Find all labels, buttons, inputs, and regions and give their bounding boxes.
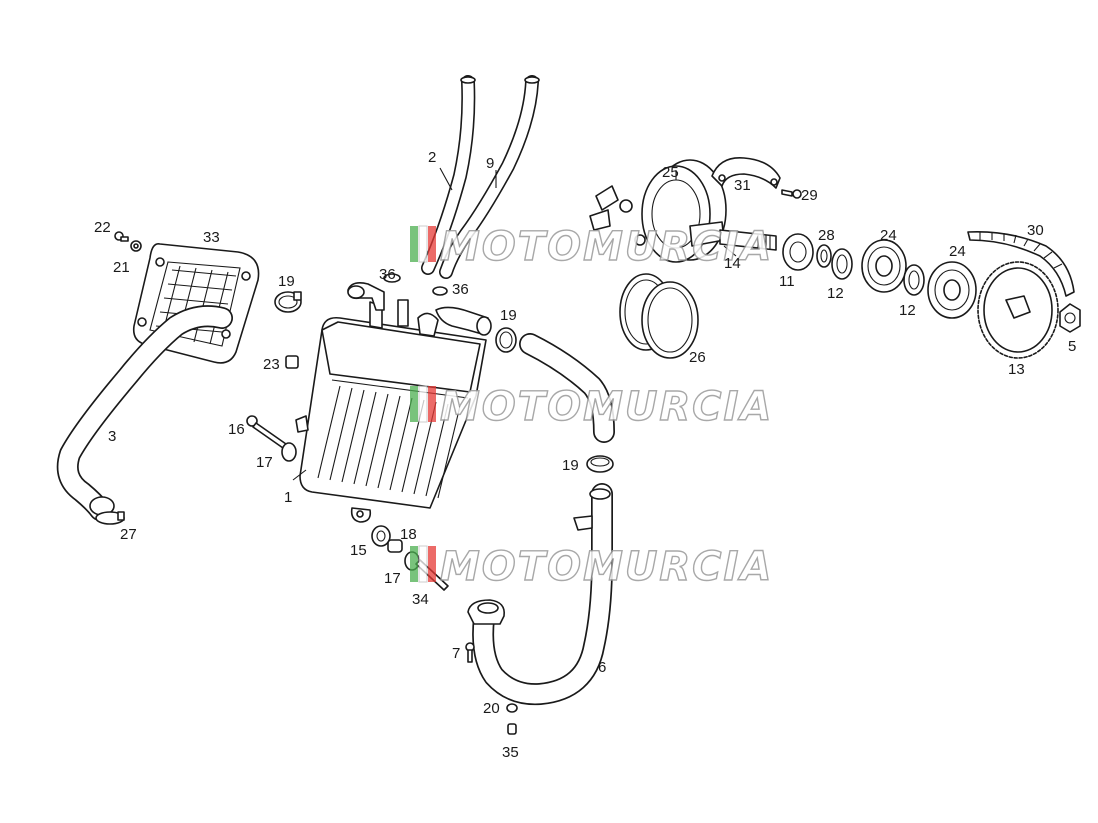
part-15-grommet (371, 525, 391, 547)
callout-35: 35 (502, 744, 519, 761)
part-7-bolt (465, 642, 475, 663)
callout-7: 7 (452, 645, 460, 662)
callout-30: 30 (1027, 222, 1044, 239)
callout-19: 19 (500, 307, 517, 324)
callout-20: 20 (483, 700, 500, 717)
callout-33: 33 (203, 229, 220, 246)
part-14-pump-shaft (689, 221, 777, 251)
watermark-flag-red (428, 386, 436, 422)
callout-36: 36 (379, 266, 396, 283)
callout-19: 19 (562, 457, 579, 474)
callout-9: 9 (486, 155, 494, 172)
part-13-gear (977, 261, 1059, 359)
callout-18: 18 (400, 526, 417, 543)
part-11-seal (782, 233, 814, 271)
part-21-washer (130, 240, 142, 252)
callout-22: 22 (94, 219, 111, 236)
watermark-top: MOTOMURCIA (410, 223, 773, 271)
part-24-bearing-b (927, 261, 977, 319)
part-12-shim-b (903, 264, 925, 296)
watermark-flag-white (418, 385, 428, 423)
callout-27: 27 (120, 526, 137, 543)
part-19-clamp-lower (586, 455, 614, 473)
part-31-bracket (711, 157, 781, 189)
callout-36: 36 (452, 281, 469, 298)
callout-12: 12 (827, 285, 844, 302)
callout-12: 12 (899, 302, 916, 319)
watermark-text: MOTOMURCIA (440, 224, 773, 270)
callout-26: 26 (689, 349, 706, 366)
part-1-radiator (295, 301, 487, 523)
watermark-flag-green (410, 226, 418, 262)
leader-lines (292, 167, 737, 481)
callout-16: 16 (228, 421, 245, 438)
watermark-flag-green (410, 386, 418, 422)
callout-23: 23 (263, 356, 280, 373)
callout-17: 17 (384, 570, 401, 587)
part-16-bolt (246, 415, 287, 449)
part-20-washer (506, 703, 518, 713)
watermark-flag-red (428, 546, 436, 582)
part-23-clip (285, 355, 299, 369)
part-24-bearing-a (861, 239, 907, 293)
callout-13: 13 (1008, 361, 1025, 378)
part-19-clamp-right (495, 327, 517, 353)
watermark-text: MOTOMURCIA (440, 544, 773, 590)
part-upper-hose (519, 333, 615, 443)
part-5-nut (1059, 303, 1081, 333)
part-22-screw (114, 231, 129, 242)
callout-14: 14 (724, 255, 741, 272)
part-17-grommet-left (281, 442, 297, 462)
callout-3: 3 (108, 428, 116, 445)
callout-31: 31 (734, 177, 751, 194)
callout-2: 2 (428, 149, 436, 166)
part-3-lower-hose (56, 305, 233, 521)
callout-19: 19 (278, 273, 295, 290)
callout-21: 21 (113, 259, 130, 276)
part-26-o-rings (619, 273, 699, 359)
callout-28: 28 (818, 227, 835, 244)
callout-15: 15 (350, 542, 367, 559)
callout-25: 25 (662, 164, 679, 181)
watermark-flag-green (410, 546, 418, 582)
part-2-vent-hose (421, 75, 476, 275)
part-27-hose-clamp (95, 511, 125, 525)
watermark-bottom: MOTOMURCIA (410, 543, 773, 591)
part-28-circlip (816, 244, 832, 268)
part-9-overflow-hose (439, 75, 540, 279)
watermark-flag-red (428, 226, 436, 262)
part-36-fitting-right (432, 286, 492, 336)
watermark-middle: MOTOMURCIA (410, 383, 773, 431)
part-19-clamp-left (274, 291, 302, 313)
callout-11: 11 (779, 273, 795, 290)
callout-24: 24 (880, 227, 897, 244)
callout-24: 24 (949, 243, 966, 260)
callout-6: 6 (598, 659, 606, 676)
callout-29: 29 (801, 187, 818, 204)
part-12-shim-a (831, 248, 853, 280)
callout-labels: 1 2 3 5 6 7 9 11 12 12 13 14 15 16 17 17… (94, 149, 1076, 761)
part-35-drain-screw (507, 723, 517, 735)
part-18-spacer (387, 539, 403, 553)
part-29-screw (781, 189, 802, 199)
watermark-flag-white (418, 225, 428, 263)
part-6-water-pipe (467, 483, 613, 706)
watermark-text: MOTOMURCIA (440, 384, 773, 430)
callout-34: 34 (412, 591, 429, 608)
callout-1: 1 (284, 489, 292, 506)
watermark-flag-white (418, 545, 428, 583)
part-30-belt (967, 230, 1075, 297)
part-36-fitting-left (347, 273, 409, 327)
callout-5: 5 (1068, 338, 1076, 355)
callout-17: 17 (256, 454, 273, 471)
